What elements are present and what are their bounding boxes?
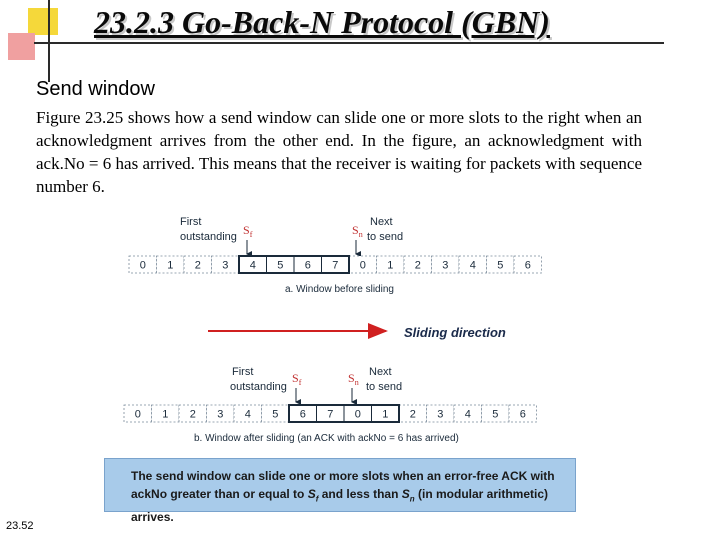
slide-title: 23.2.3 Go-Back-N Protocol (GBN) <box>94 4 550 40</box>
slot-number-before-4: 4 <box>250 260 256 272</box>
note-sf: Sf <box>307 487 319 504</box>
slot-number-before-6: 6 <box>305 260 311 272</box>
note-sn: Sn <box>401 487 415 504</box>
sequence-row-before: 0 1 2 3 4 5 6 7 0 1 2 3 4 5 6 <box>128 255 542 274</box>
note-line-2: ackNo greater than or equal to Sf and le… <box>131 487 549 525</box>
slot-after-14 <box>508 404 537 423</box>
first-outstanding-label-1: First <box>180 216 201 228</box>
slot-number-after-0: 0 <box>135 409 141 421</box>
panel-before: First outstanding Sf Next to send Sn 0 1 2… <box>128 216 542 295</box>
slot-number-after-5: 5 <box>272 409 278 421</box>
next-to-send-label-1-after: Next <box>369 366 392 378</box>
slot-number-after-10: 2 <box>410 409 416 421</box>
next-to-send-label-2: to send <box>367 231 403 243</box>
decor-yellow-square <box>28 8 58 35</box>
slot-number-before-2: 2 <box>195 260 201 272</box>
sf-pointer-label-before: Sf <box>243 223 253 239</box>
next-to-send-label-1: Next <box>370 216 393 228</box>
slot-number-after-11: 3 <box>437 409 443 421</box>
sf-pointer-label-after: Sf <box>292 371 302 387</box>
note-box: The send window can slide one or more sl… <box>104 458 576 524</box>
slot-number-after-14: 6 <box>520 409 526 421</box>
body-paragraph: Figure 23.25 shows how a send window can… <box>36 108 642 196</box>
slot-before-14 <box>513 255 542 274</box>
first-outstanding-label-2: outstanding <box>180 231 237 243</box>
caption-after: b. Window after sliding (an ACK with ack… <box>194 433 459 444</box>
decor-horizontal-line <box>34 42 664 44</box>
slot-number-before-0: 0 <box>140 260 146 272</box>
page-number: 23.52 <box>6 520 34 532</box>
slot-number-before-12: 4 <box>470 260 476 272</box>
slot-number-before-8: 0 <box>360 260 366 272</box>
sliding-direction-label: Sliding direction <box>404 325 506 340</box>
panel-after: First outstanding Sf Next to send Sn 0 1 2… <box>123 366 537 444</box>
slot-number-after-8: 0 <box>355 409 361 421</box>
slot-number-after-1: 1 <box>162 409 168 421</box>
slot-number-after-3: 3 <box>217 409 223 421</box>
slot-number-before-5: 5 <box>277 260 283 272</box>
slot-number-before-3: 3 <box>222 260 228 272</box>
slot-number-before-1: 1 <box>167 260 173 272</box>
slot-number-after-7: 7 <box>327 409 333 421</box>
send-window-outline-before <box>238 255 350 274</box>
slot-number-after-2: 2 <box>190 409 196 421</box>
slot-number-after-4: 4 <box>245 409 251 421</box>
slot-number-before-13: 5 <box>497 260 503 272</box>
slot-number-after-13: 5 <box>492 409 498 421</box>
note-line-1: The send window can slide one or more sl… <box>131 469 555 483</box>
caption-before: a. Window before sliding <box>285 284 394 295</box>
decor-vertical-line <box>48 0 50 82</box>
slot-number-after-9: 1 <box>382 409 388 421</box>
first-outstanding-label-1-after: First <box>232 366 253 378</box>
slot-number-before-10: 2 <box>415 260 421 272</box>
decor-red-square <box>8 33 35 60</box>
slot-number-before-7: 7 <box>332 260 338 272</box>
slot-number-before-11: 3 <box>442 260 448 272</box>
note-text: The send window can slide one or more sl… <box>131 467 571 526</box>
next-to-send-label-2-after: to send <box>366 381 402 393</box>
send-window-outline-after <box>288 404 400 423</box>
section-subheading: Send window <box>36 78 155 100</box>
slot-number-after-6: 6 <box>300 409 306 421</box>
slot-number-before-9: 1 <box>387 260 393 272</box>
slot-number-before-14: 6 <box>525 260 531 272</box>
sequence-row-after: 0 1 2 3 4 5 6 7 0 1 2 3 4 5 6 <box>123 404 537 423</box>
sn-pointer-label-after: Sn <box>348 371 359 387</box>
first-outstanding-label-2-after: outstanding <box>230 381 287 393</box>
slot-number-after-12: 4 <box>465 409 471 421</box>
sn-pointer-label-before: Sn <box>352 223 363 239</box>
